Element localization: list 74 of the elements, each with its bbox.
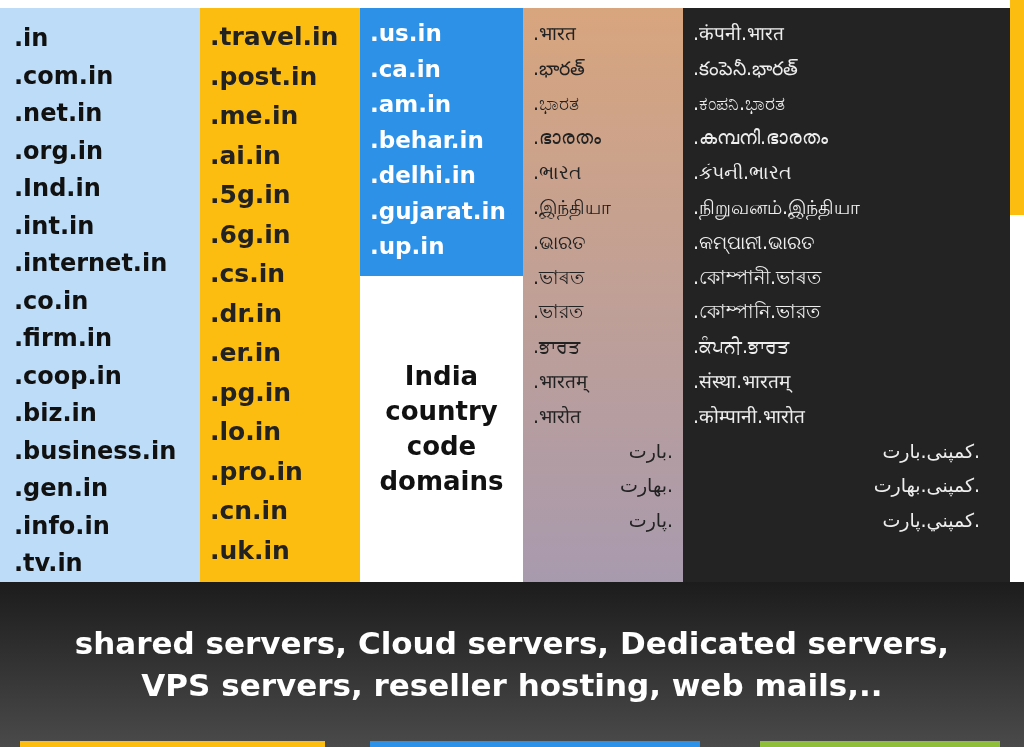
domain-name: .firm.in — [14, 324, 113, 353]
domain-name: .కంపెనీ.భారత్ — [693, 56, 799, 80]
domain-name: .कोम्पानी.भारोत — [693, 404, 806, 428]
domain-name: .int.in — [14, 211, 95, 241]
domain-name: .କମ୍ପାନୀ.ଭାରତ — [693, 230, 816, 254]
domain-name: .کمپني.پارت — [882, 509, 980, 532]
domain-name: .ai.in — [210, 140, 281, 171]
domain-name: .cs.in — [210, 259, 286, 289]
domain-name: .er.in — [210, 338, 282, 368]
domain-name: .پارت — [628, 509, 673, 532]
domain-name: .pg.in — [210, 377, 292, 408]
domain-column — [200, 8, 360, 582]
domain-name: .us.in — [370, 20, 442, 48]
domain-name: .tv.in — [14, 549, 83, 578]
domain-name: .org.in — [14, 136, 104, 166]
domain-name: .cn.in — [210, 496, 288, 526]
domain-name: .lo.in — [210, 417, 282, 447]
domain-name: .ഭാരതം — [533, 126, 602, 150]
domain-name: .6g.in — [210, 219, 291, 250]
domain-name: .কোম্পানি.ভারত — [693, 300, 821, 324]
domain-name: .biz.in — [14, 399, 97, 428]
domain-name: .delhi.in — [370, 162, 476, 190]
domain-name: .কোম্পানী.ভাৰত — [693, 265, 822, 289]
domain-column — [0, 8, 200, 582]
domain-name: .up.in — [370, 233, 445, 261]
domain-name: .ଭାରତ — [533, 230, 587, 254]
domain-name: .ಕಂಪನಿ.ಭಾರತ — [693, 91, 786, 115]
domain-name: .భారత్ — [533, 56, 586, 80]
domain-name: .കമ്പനി.ഭാരതം — [693, 126, 829, 150]
domain-name: .Ind.in — [14, 174, 101, 203]
domain-name: .நிறுவனம்.இந்தியா — [693, 196, 861, 219]
domain-name: .कंपनी.भारत — [693, 22, 785, 45]
domain-name: .ભારત — [533, 161, 583, 184]
domain-name: .भारोत — [533, 404, 582, 428]
domain-column — [523, 8, 683, 582]
domain-name: .ভাৰত — [533, 265, 585, 289]
services-text: shared servers, Cloud servers, Dedicated servers, VPS servers, reseller hosting, web mails,.. — [73, 623, 951, 705]
heading-text: India country code domains — [378, 359, 505, 499]
domain-name: .in — [14, 24, 49, 53]
domain-name: .કંપની.ભારત — [693, 161, 793, 184]
domain-name: .info.in — [14, 511, 110, 541]
domain-name: .co.in — [14, 286, 89, 316]
domain-panel — [683, 8, 1010, 582]
domain-name: .uk.in — [210, 535, 290, 566]
domain-name: .ਭਾਰਤ — [533, 335, 581, 358]
domain-name: .بارت — [628, 439, 673, 463]
domain-name: .भारत — [533, 22, 577, 45]
domain-name: .behar.in — [370, 126, 484, 155]
domain-panel — [360, 8, 523, 276]
domain-name: .संस्था.भारतम् — [693, 370, 791, 393]
domain-name: .ಭಾರತ — [533, 91, 580, 115]
domain-name: .me.in — [210, 101, 299, 131]
domain-name: .ভারত — [533, 300, 584, 324]
domain-name: .business.in — [14, 436, 177, 466]
domain-name: .post.in — [210, 61, 318, 92]
domain-name: .5g.in — [210, 180, 291, 210]
domain-name: .am.in — [370, 91, 452, 119]
domain-name: .gujarat.in — [370, 197, 506, 226]
domain-name: .ca.in — [370, 55, 441, 84]
domain-name: .ਕੰਪਨੀ.ਭਾਰਤ — [693, 335, 790, 358]
domain-name: .بهارت — [620, 474, 673, 498]
services-banner — [0, 582, 1024, 747]
domain-name: .کمپنی.بهارت — [873, 474, 980, 498]
domain-name: .dr.in — [210, 298, 283, 329]
domain-name: .travel.in — [210, 22, 339, 52]
domain-name: .भारतम् — [533, 370, 588, 393]
domain-name: .coop.in — [14, 361, 122, 391]
domain-name: .کمپنی.بارت — [882, 439, 980, 463]
domain-name: .gen.in — [14, 474, 109, 503]
domain-name: .internet.in — [14, 249, 168, 278]
domain-name: .com.in — [14, 61, 114, 91]
domain-name: .pro.in — [210, 456, 303, 487]
domain-name: .net.in — [14, 99, 103, 128]
domain-name: .இந்தியா — [533, 196, 612, 219]
